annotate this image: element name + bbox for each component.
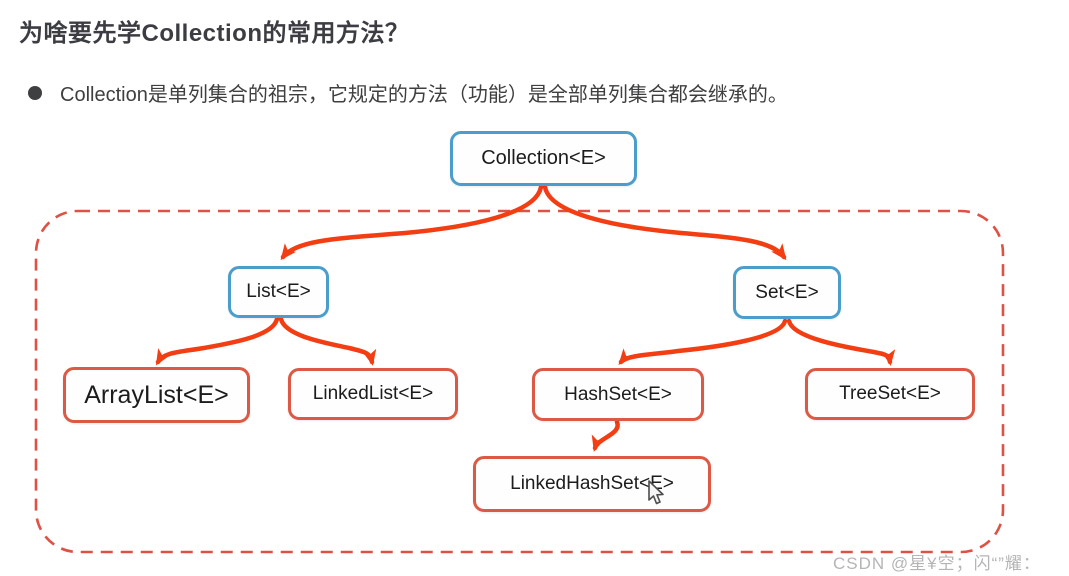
page-title: 为啥要先学Collection的常用方法？	[19, 20, 410, 47]
edge-collection-to-list	[280, 184, 544, 261]
edge-set-to-hashset	[618, 318, 788, 366]
edge-list-to-linkedlist	[278, 316, 377, 366]
node-linkedhashset: LinkedHashSet<E>	[473, 456, 711, 512]
node-list-label: List<E>	[246, 281, 311, 302]
node-set-label: Set<E>	[755, 281, 819, 303]
node-collection-label: Collection<E>	[481, 147, 606, 169]
node-arraylist-label: ArrayList<E>	[84, 380, 229, 409]
edge-collection-to-set	[542, 184, 787, 261]
node-treeset: TreeSet<E>	[805, 368, 975, 420]
node-hashset: HashSet<E>	[532, 368, 704, 421]
bullet-line: Collection是单列集合的祖宗，它规定的方法（功能）是全部单列集合都会继承…	[28, 78, 788, 107]
csdn-watermark: CSDN @星¥空；闪“”耀：	[833, 554, 1041, 573]
edge-set-to-treeset	[786, 318, 896, 366]
node-collection: Collection<E>	[450, 131, 637, 186]
node-arraylist: ArrayList<E>	[63, 367, 250, 423]
node-linkedlist: LinkedList<E>	[288, 368, 458, 420]
mouse-cursor-icon	[646, 480, 668, 511]
bullet-text: Collection是单列集合的祖宗，它规定的方法（功能）是全部单列集合都会继承…	[60, 84, 788, 106]
bullet-dot-icon	[28, 85, 42, 100]
edge-list-to-arraylist	[155, 316, 280, 366]
node-treeset-label: TreeSet<E>	[839, 383, 941, 404]
node-list: List<E>	[228, 266, 329, 318]
node-set: Set<E>	[733, 266, 841, 319]
node-linkedlist-label: LinkedList<E>	[312, 383, 434, 404]
edge-hashset-to-linkedhashset	[591, 419, 620, 452]
node-hashset-label: HashSet<E>	[564, 383, 672, 405]
